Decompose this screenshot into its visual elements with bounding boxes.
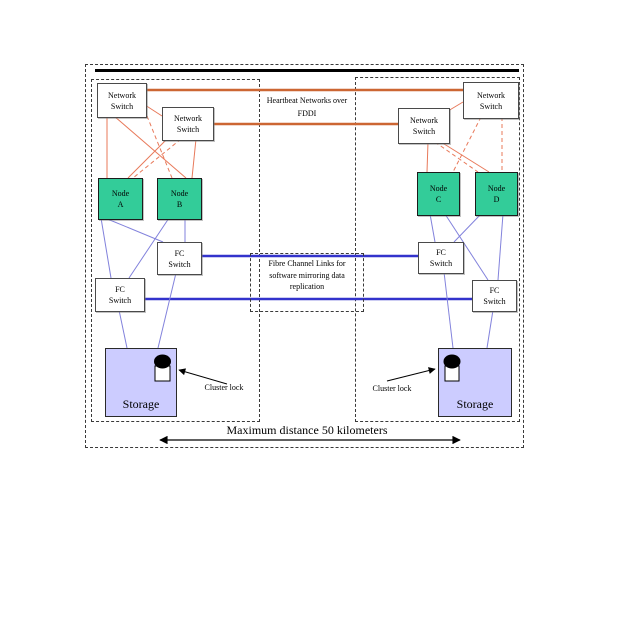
- node-a: Node A: [98, 178, 143, 220]
- fc-switch-a1: FC Switch: [157, 242, 202, 275]
- cluster-lock-label-a: Cluster lock: [204, 383, 244, 392]
- network-switch-a1-label: Network Switch: [108, 90, 136, 111]
- network-switch-b2-label: Network Switch: [477, 90, 505, 111]
- node-d-label: Node D: [487, 184, 506, 204]
- fibre-channel-label: Fibre Channel Links for software mirrori…: [268, 259, 346, 291]
- storage-a-label: Storage: [122, 397, 160, 411]
- outer-boundary: [85, 64, 524, 448]
- site-b-boundary: [355, 77, 520, 422]
- fc-switch-b1: FC Switch: [418, 242, 464, 274]
- heartbeat-label: Heartbeat Networks over FDDI: [266, 96, 348, 118]
- network-switch-a1: Network Switch: [97, 83, 147, 118]
- fc-switch-b2: FC Switch: [472, 280, 517, 312]
- node-c: Node C: [417, 172, 460, 216]
- network-switch-b1: Network Switch: [398, 108, 450, 144]
- fc-switch-a2-label: FC Switch: [108, 285, 132, 305]
- fc-switch-b1-label: FC Switch: [429, 248, 453, 268]
- network-switch-a2: Network Switch: [162, 107, 214, 141]
- fc-switch-b2-label: FC Switch: [483, 286, 506, 306]
- storage-b: Storage: [438, 348, 512, 417]
- node-a-label: Node A: [111, 189, 130, 209]
- cluster-lock-label-b: Cluster lock: [372, 384, 412, 393]
- fc-switch-a2: FC Switch: [95, 278, 145, 312]
- storage-b-label: Storage: [456, 397, 494, 411]
- node-d: Node D: [475, 172, 518, 216]
- max-distance-label: Maximum distance 50 kilometers: [226, 423, 388, 437]
- node-c-label: Node C: [429, 184, 448, 204]
- fc-switch-a1-label: FC Switch: [168, 248, 191, 269]
- node-b: Node B: [157, 178, 202, 220]
- network-switch-a2-label: Network Switch: [174, 114, 202, 134]
- site-a-boundary: [91, 79, 260, 422]
- storage-a: Storage: [105, 348, 177, 417]
- network-switch-b2: Network Switch: [463, 82, 519, 119]
- fibre-channel-label-box: Fibre Channel Links for software mirrori…: [250, 253, 364, 312]
- network-switch-b1-label: Network Switch: [410, 116, 438, 136]
- top-backbone-bar: [95, 69, 519, 72]
- node-b-label: Node B: [170, 189, 189, 209]
